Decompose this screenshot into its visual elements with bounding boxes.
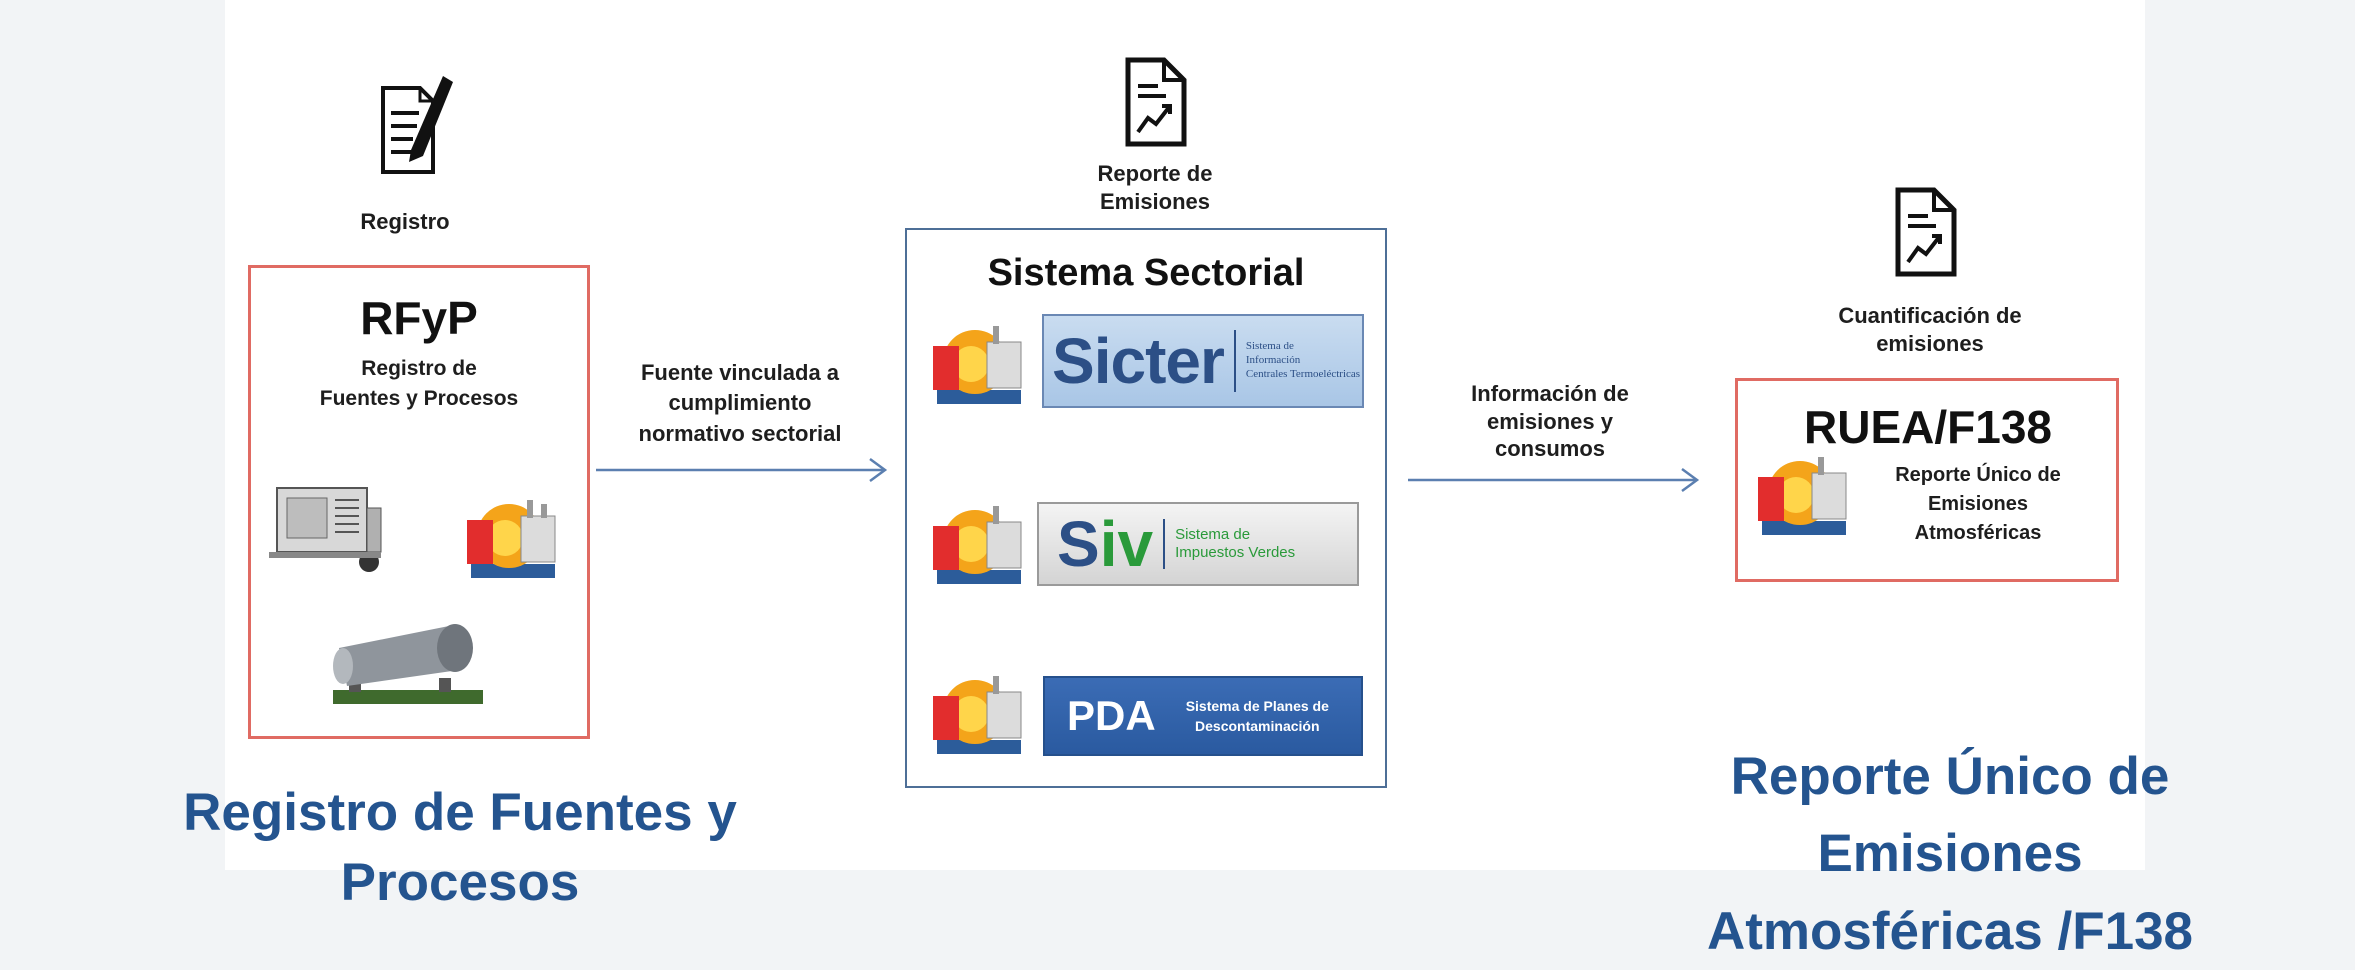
ruea-subtitle: Reporte Único de Emisiones Atmosféricas <box>1895 464 2061 544</box>
arrow-to-sectorial <box>596 457 888 483</box>
sistema-sectorial-title: Sistema Sectorial <box>987 252 1305 294</box>
boiler-icon <box>467 500 556 578</box>
sicter-divider <box>1233 330 1236 392</box>
ruea-box: RUEA/F138 Reporte Único de Emisiones Atm… <box>1735 378 2119 582</box>
sicter-desc: Sistema de Información Centrales Termoel… <box>1245 340 1361 380</box>
rotary-kiln-icon <box>333 624 483 704</box>
fuente-vinculada-label: Fuente vinculada a cumplimiento normativ… <box>638 360 842 446</box>
informacion-emisiones-label: Información de emisiones y consumos <box>1471 381 1629 461</box>
boiler-icon <box>933 326 1022 404</box>
boiler-icon <box>933 506 1022 584</box>
sistema-sectorial-box: Sistema Sectorial Sicter Sistema de Info… <box>905 228 1387 788</box>
siv-divider <box>1163 519 1166 569</box>
siv-name-iv: iv <box>1099 508 1154 580</box>
caption-reporte-unico: Reporte Único de Emisiones Atmosféricas … <box>1706 747 2194 961</box>
registro-label: Registro <box>360 209 450 234</box>
caption-registro-fuentes: Registro de Fuentes y Procesos <box>183 783 737 912</box>
boiler-icon <box>933 676 1022 754</box>
pda-logo[interactable]: PDA Sistema de Planes de Descontaminació… <box>1043 676 1363 756</box>
reporte-emisiones-icon <box>1125 57 1187 147</box>
sicter-name: Sicter <box>1052 325 1225 397</box>
generator-icon <box>269 487 382 572</box>
sicter-logo[interactable]: Sicter Sistema de Información Centrales … <box>1042 314 1364 408</box>
ruea-title: RUEA/F138 <box>1804 401 2052 453</box>
siv-name-s: S <box>1057 508 1100 580</box>
pda-name: PDA <box>1067 692 1156 739</box>
boiler-icon <box>1758 457 1847 535</box>
pda-desc: Sistema de Planes de Descontaminación <box>1185 697 1329 734</box>
arrow-to-ruea <box>1408 467 1700 493</box>
siv-desc: Sistema de Impuestos Verdes <box>1175 526 1296 561</box>
rfyp-box: RFyP Registro de Fuentes y Procesos <box>248 265 590 739</box>
rfyp-title: RFyP <box>360 292 478 344</box>
reporte-emisiones-label: Reporte de Emisiones <box>1097 161 1213 214</box>
registro-icon <box>381 76 453 174</box>
rfyp-subtitle: Registro de Fuentes y Procesos <box>319 357 519 411</box>
cuantificacion-icon <box>1895 187 1957 277</box>
cuantificacion-label: Cuantificación de emisiones <box>1838 303 2022 356</box>
